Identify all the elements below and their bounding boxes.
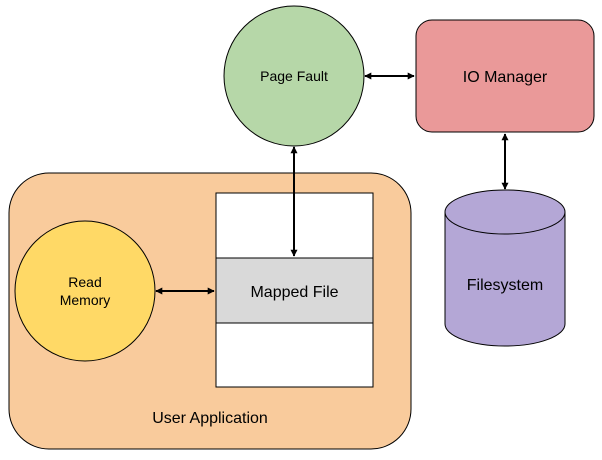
- read-memory-label-line1: Read: [68, 274, 101, 290]
- filesystem-node[interactable]: Filesystem: [444, 189, 566, 347]
- page-fault-label: Page Fault: [260, 68, 328, 84]
- io-manager-label: IO Manager: [463, 69, 548, 86]
- io-manager-node[interactable]: IO Manager: [415, 19, 595, 133]
- read-memory-label-line2: Memory: [60, 292, 111, 308]
- user-application-label: User Application: [152, 410, 268, 427]
- read-memory-node[interactable]: Read Memory: [14, 220, 156, 362]
- mapped-file-label: Mapped File: [250, 284, 338, 301]
- page-fault-node[interactable]: Page Fault: [223, 5, 365, 147]
- mapped-file-node[interactable]: [215, 257, 374, 324]
- mapped-file-stack[interactable]: Mapped File: [215, 192, 374, 388]
- filesystem-label: Filesystem: [467, 277, 543, 294]
